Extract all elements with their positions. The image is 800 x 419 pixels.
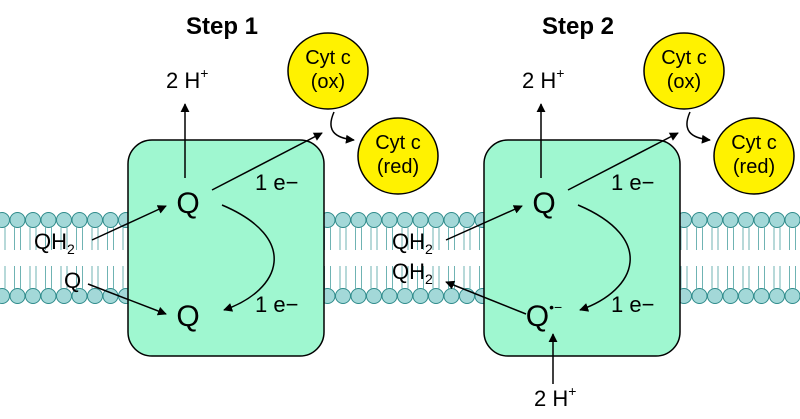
step2-title: Step 2: [542, 13, 614, 40]
step1-cytc-ox-line1: Cyt c: [305, 47, 351, 69]
step1-electron-arrow-to-cytc: [211, 132, 323, 191]
step2-cytc-reduction-arrow: [686, 111, 711, 144]
step1-electron-bottom-label: 1 e−: [255, 292, 298, 317]
lipid-head: [350, 288, 367, 304]
lipid-head: [0, 212, 10, 228]
step2-q-top: Q: [532, 187, 555, 220]
step2-electron-bottom-label: 1 e−: [611, 292, 654, 317]
step2-electron-arrow-to-cytc: [567, 132, 679, 191]
lipid-head: [71, 212, 88, 228]
step1-qh2-arrow: [91, 205, 167, 241]
step2-cytc-red-line2: (red): [733, 156, 775, 178]
lipid-head: [784, 288, 800, 304]
step1-cytc-ox: [287, 32, 369, 110]
step1-electron-curve-arrow: [221, 204, 275, 312]
lipid-head: [738, 212, 754, 228]
lipid-head: [335, 288, 351, 304]
lipid-head: [412, 288, 429, 304]
step2-qh2-in-label: QH2: [392, 229, 433, 257]
step2-qh2-out-arrow: [445, 280, 527, 315]
step2-cytc-red-line1: Cyt c: [731, 132, 777, 154]
lipid-head: [397, 288, 413, 304]
lipid-head: [381, 288, 398, 304]
step1-cytc-red-line1: Cyt c: [375, 132, 421, 154]
step2-q-bottom: Q•−: [526, 299, 562, 333]
lipid-head: [753, 212, 770, 228]
lipid-head: [40, 288, 57, 304]
lipid-head: [397, 212, 413, 228]
step1-electron-top-label: 1 e−: [255, 170, 298, 195]
lipid-head: [707, 212, 723, 228]
lipid-head: [366, 288, 382, 304]
step1-cytc-reduction-arrow: [330, 111, 355, 144]
lipid-head: [87, 288, 103, 304]
step2-qh2-in-arrow: [445, 205, 523, 241]
lipid-head: [0, 288, 10, 304]
step2-electron-top-label: 1 e−: [611, 170, 654, 195]
step1-cytc-red-line2: (red): [377, 156, 419, 178]
lipid-head: [769, 212, 785, 228]
lipid-head: [381, 212, 398, 228]
lipid-head: [443, 212, 460, 228]
lipid-head: [25, 212, 41, 228]
step2-group: Step 2 2 H+ Q Q•− 1 e− 1 e− QH2 QH2 2 H+…: [392, 13, 795, 411]
lipid-head: [350, 212, 367, 228]
lipid-head: [428, 288, 444, 304]
lipid-head: [784, 212, 800, 228]
step2-proton-in-label: 2 H+: [534, 383, 576, 411]
lipid-head: [443, 288, 460, 304]
lipid-head: [9, 212, 26, 228]
lipid-head: [40, 212, 57, 228]
step1-cytc-red: [357, 117, 439, 195]
step1-cytc-ox-line2: (ox): [311, 71, 345, 93]
step1-cytochrome-bc1-complex: [127, 139, 325, 357]
lipid-head: [722, 288, 739, 304]
step2-cytc-ox: [643, 32, 725, 110]
step1-q-in-label: Q: [64, 268, 81, 293]
lipid-head: [428, 212, 444, 228]
step2-cytochrome-bc1-complex: [483, 139, 681, 357]
lipid-head: [691, 212, 708, 228]
lipid-head: [769, 288, 785, 304]
step2-qh2-out-label: QH2: [392, 259, 433, 287]
step1-qh2-label: QH2: [34, 229, 75, 257]
lipid-head: [25, 288, 41, 304]
lipid-head: [459, 212, 475, 228]
lipid-head: [56, 212, 72, 228]
lipid-head: [738, 288, 754, 304]
lipid-head: [707, 288, 723, 304]
step1-q-bottom: Q: [176, 300, 199, 333]
step2-cytc-ox-line1: Cyt c: [661, 47, 707, 69]
lipid-head: [87, 212, 103, 228]
step2-cytc-red: [713, 117, 795, 195]
step1-title: Step 1: [186, 13, 258, 40]
lipid-head: [102, 212, 119, 228]
step2-proton-out-label: 2 H+: [522, 65, 564, 93]
lipid-head: [753, 288, 770, 304]
step2-electron-curve-arrow: [577, 204, 631, 312]
step1-q-in-arrow: [87, 283, 167, 316]
lipid-head: [691, 288, 708, 304]
lipid-head: [335, 212, 351, 228]
lipid-head: [366, 212, 382, 228]
lipid-head: [9, 288, 26, 304]
lipid-head: [722, 212, 739, 228]
step2-cytc-ox-line2: (ox): [667, 71, 701, 93]
step1-q-top: Q: [176, 187, 199, 220]
step1-proton-out-label: 2 H+: [166, 65, 208, 93]
step1-group: Step 1 2 H+ Q Q 1 e− 1 e− QH2 Q Cyt c (o…: [34, 13, 439, 357]
lipid-head: [412, 212, 429, 228]
